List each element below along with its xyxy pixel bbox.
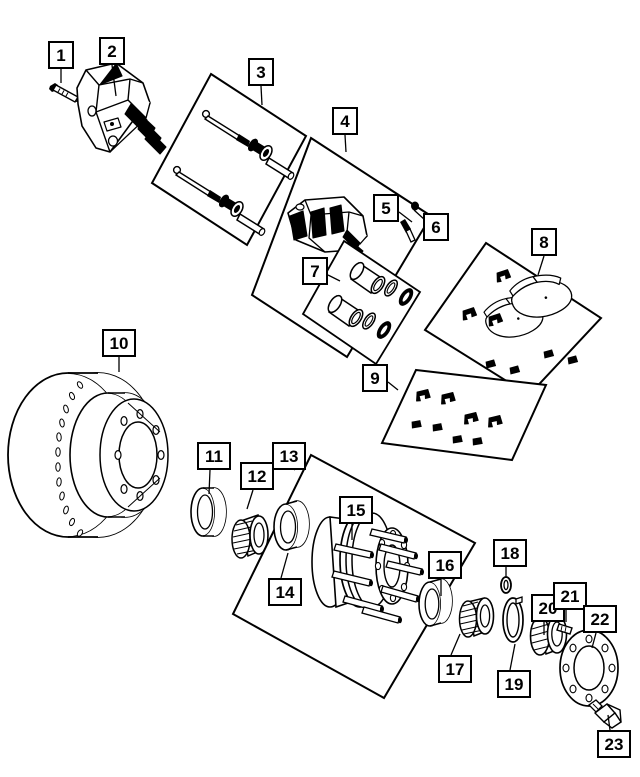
callout-8-brake-pad-set-panel[interactable]: 8 [531, 228, 557, 256]
callout-12-inner-wheel-bearing-cone[interactable]: 12 [240, 462, 274, 490]
part-15-wheel-hub [311, 512, 424, 624]
callout-number: 7 [310, 261, 320, 281]
part-6-bleeder-screw-cap [411, 201, 419, 211]
leader-line-9 [387, 381, 399, 391]
leader-line-11 [208, 469, 211, 495]
callout-number: 19 [504, 674, 524, 694]
callout-3-guide-pin-kit-panel[interactable]: 3 [248, 58, 274, 86]
part-23-axle-flange-bolt [587, 699, 622, 729]
callout-number: 22 [590, 609, 610, 629]
callout-number: 12 [247, 466, 267, 486]
callout-number: 18 [500, 543, 520, 563]
callout-number: 8 [539, 232, 549, 252]
part-1-caliper-mounting-bolt [49, 83, 81, 103]
part-14-inner-bearing-cup [273, 500, 310, 551]
callout-number: 6 [431, 217, 441, 237]
callout-2-caliper-mounting-bracket[interactable]: 2 [99, 37, 125, 65]
callout-18-spindle-o-ring[interactable]: 18 [493, 539, 527, 567]
callout-number: 11 [205, 446, 223, 466]
callout-23-axle-flange-bolt[interactable]: 23 [597, 730, 631, 758]
callout-number: 3 [256, 62, 266, 82]
callout-number: 15 [346, 500, 366, 520]
callout-number: 23 [604, 734, 624, 754]
callout-number: 10 [109, 333, 129, 353]
callout-number: 2 [107, 41, 117, 61]
leader-line-7 [327, 274, 341, 282]
panel-9-pad-hardware-kit [380, 368, 548, 462]
callout-14-inner-bearing-cup-race[interactable]: 14 [268, 578, 302, 606]
callout-21-lock-nut-dowel-pin[interactable]: 21 [553, 582, 587, 610]
part-4-brake-caliper [287, 196, 368, 265]
callout-6-bleeder-screw-cap[interactable]: 6 [423, 213, 449, 241]
callout-number: 13 [279, 446, 299, 466]
panel-3-guide-pin-kit [150, 72, 308, 247]
callout-19-spindle-keyed-washer[interactable]: 19 [497, 670, 531, 698]
callout-4-caliper-assembly-panel[interactable]: 4 [332, 107, 358, 135]
callout-number: 21 [560, 586, 580, 606]
part-17-outer-wheel-bearing [458, 597, 495, 638]
leader-line-4 [344, 134, 347, 153]
callout-number: 9 [370, 368, 380, 388]
part-22-axle-flange-lock-plate [559, 629, 619, 707]
part-2-caliper-mounting-bracket [76, 62, 167, 155]
callout-9-pad-hardware-kit-panel[interactable]: 9 [362, 364, 388, 392]
part-10-brake-rotor [7, 372, 169, 538]
leader-line-8 [537, 255, 545, 276]
leader-line-2 [111, 64, 117, 97]
callout-13-hub-assembly-panel[interactable]: 13 [272, 442, 306, 470]
part-21-lock-nut-dowel-pin [556, 623, 573, 635]
callout-1-caliper-mounting-bolt[interactable]: 1 [48, 41, 74, 69]
leader-line-17 [450, 633, 461, 656]
callout-number: 1 [56, 45, 66, 65]
leader-line-22 [591, 632, 597, 649]
callout-number: 17 [445, 659, 465, 679]
panel-7-caliper-seal-piston-kit [301, 239, 422, 366]
leader-line-19 [509, 643, 516, 671]
callout-17-outer-wheel-bearing-cone[interactable]: 17 [438, 655, 472, 683]
callout-10-brake-rotor-disc[interactable]: 10 [102, 329, 136, 357]
panel-13-hub-assembly [231, 453, 477, 700]
callout-16-outer-bearing-cup-race[interactable]: 16 [428, 551, 462, 579]
part-12-inner-wheel-bearing [231, 513, 269, 559]
callout-number: 4 [340, 111, 350, 131]
leader-line-14 [280, 552, 289, 579]
part-16-outer-bearing-cup [418, 578, 453, 627]
leader-line-12 [246, 489, 254, 510]
callout-number: 14 [275, 582, 295, 602]
leader-line-3 [260, 85, 263, 106]
callout-22-axle-flange-lock-plate[interactable]: 22 [583, 605, 617, 633]
callout-5-bleeder-screw[interactable]: 5 [373, 194, 399, 222]
part-19-spindle-keyed-washer [502, 596, 524, 643]
leader-line-5 [398, 211, 413, 223]
callout-15-wheel-hub-with-studs[interactable]: 15 [339, 496, 373, 524]
panel-8-brake-pad-set [423, 241, 603, 397]
part-11-hub-oil-seal [190, 487, 227, 537]
callout-11-hub-oil-seal[interactable]: 11 [197, 442, 231, 470]
callout-7-caliper-seal-and-piston-kit[interactable]: 7 [302, 257, 328, 285]
panel-4-caliper-assembly [250, 136, 433, 366]
part-5-bleeder-screw [400, 219, 416, 243]
part-20-spindle-lock-nut [529, 612, 568, 656]
callout-number: 16 [435, 555, 455, 575]
part-18-spindle-o-ring [500, 576, 512, 594]
leader-line-23 [607, 714, 611, 731]
callout-number: 5 [381, 198, 391, 218]
